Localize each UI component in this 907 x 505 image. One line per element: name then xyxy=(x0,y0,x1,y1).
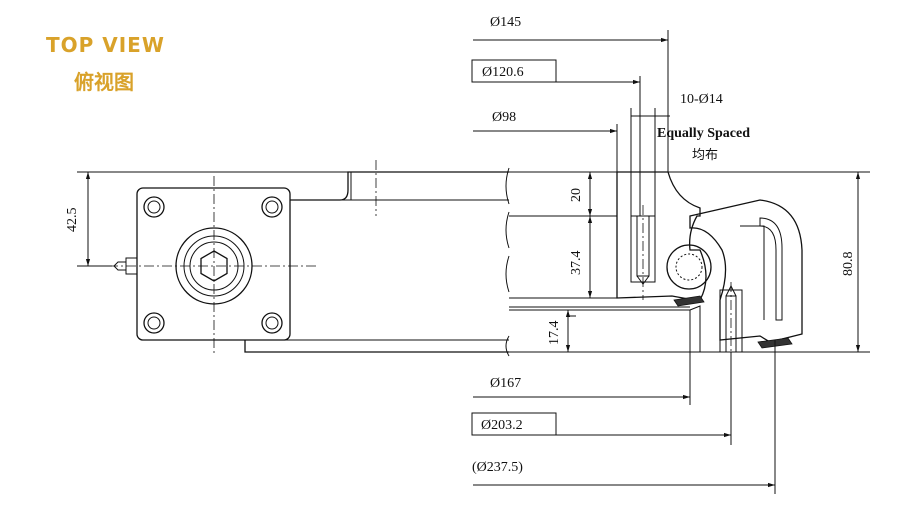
label-h42-5: 42.5 xyxy=(65,208,80,233)
ball-bearing xyxy=(666,244,712,290)
title-top-view-chinese: 俯视图 xyxy=(74,70,134,94)
dimension-lines xyxy=(77,30,861,494)
outer-ring xyxy=(689,199,803,343)
dimension-labels: Ø145 Ø120.6 10-Ø14 Equally Spaced 均布 Ø98… xyxy=(65,15,856,475)
square-flange xyxy=(136,187,291,341)
d203-box xyxy=(471,412,557,436)
inner-ring xyxy=(616,171,707,301)
seal-lower xyxy=(673,295,705,307)
grease-nipple xyxy=(113,257,137,275)
corner-bolt-holes xyxy=(143,196,283,334)
label-h20: 20 xyxy=(569,188,584,202)
label-equally-spaced-cn: 均布 xyxy=(692,148,718,163)
label-d145: Ø145 xyxy=(490,15,521,30)
label-h37-4: 37.4 xyxy=(569,251,584,276)
label-bolts: 10-Ø14 xyxy=(680,92,723,107)
housing-upper-edge xyxy=(290,171,509,201)
housing-lower-edge xyxy=(244,340,509,353)
label-d237-5: (Ø237.5) xyxy=(472,460,523,475)
label-h17-4: 17.4 xyxy=(547,321,562,346)
top-view-housing xyxy=(108,160,510,357)
label-d203-2: Ø203.2 xyxy=(481,418,523,433)
d120-box xyxy=(471,59,557,83)
label-d167: Ø167 xyxy=(490,376,521,391)
label-h80-8: 80.8 xyxy=(841,252,856,277)
label-equally-spaced: Equally Spaced xyxy=(657,126,750,141)
cross-section xyxy=(509,171,870,360)
title-top-view: TOP VIEW xyxy=(46,33,165,57)
label-d120-6: Ø120.6 xyxy=(482,65,524,80)
label-d98: Ø98 xyxy=(492,110,516,125)
